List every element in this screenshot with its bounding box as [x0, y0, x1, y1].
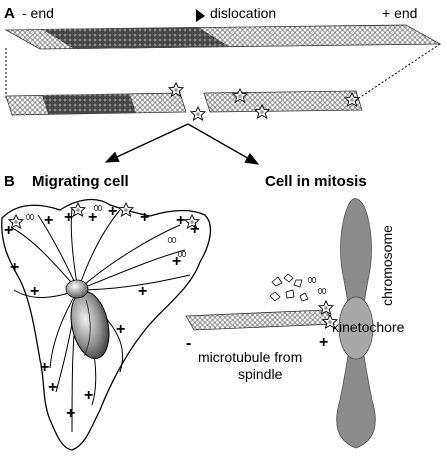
minus-end-label: - end — [22, 5, 54, 21]
plus-end-markers: + + + + + + + + + + + + + + + + + — [4, 203, 199, 422]
plus-sign: + — [84, 387, 93, 404]
plus-sign: + — [40, 359, 49, 376]
dislocation-marker-icon — [196, 9, 205, 22]
mitosis-cell-title: Cell in mitosis — [265, 173, 367, 190]
arrow-to-mitosis-cell — [187, 123, 260, 165]
protein-monomer-icon — [317, 288, 327, 294]
plus-sign: + — [48, 379, 57, 396]
plus-sign: + — [176, 212, 185, 229]
plus-sign: + — [108, 203, 117, 220]
plus-sign: + — [44, 212, 53, 229]
plus-sign: + — [64, 209, 73, 226]
free-protein-subunits — [269, 273, 309, 302]
broken-microtubule-left — [5, 92, 187, 116]
intact-microtubule — [4, 24, 442, 50]
migrating-cell-title: Migrating cell — [32, 173, 129, 190]
broken-microtubule-right — [203, 90, 363, 113]
dislocation-label: dislocation — [210, 5, 276, 21]
microtubule-minus-end: - — [186, 335, 191, 352]
kinetochore-label: kinetochore — [332, 319, 405, 335]
microtubule-plus-end: + — [319, 334, 328, 351]
plus-sign: + — [88, 209, 97, 226]
plus-end-label: + end — [382, 5, 417, 21]
chromosome-label: chromosome — [379, 225, 395, 306]
microtubule-label-line2: spindle — [238, 366, 283, 382]
severing-protein-icon — [190, 106, 206, 121]
plus-sign: + — [140, 209, 149, 226]
guide-line-right — [355, 43, 441, 101]
microtubule-label-line1: microtubule from — [198, 349, 302, 365]
panel-a-label: A — [4, 5, 15, 22]
kinetochore — [338, 296, 374, 360]
plus-sign: + — [190, 221, 199, 238]
arrow-to-migrating-cell — [104, 123, 189, 163]
plus-sign: + — [172, 253, 181, 270]
centrosome — [65, 279, 89, 299]
spindle-microtubule — [185, 309, 335, 331]
nucleus-fold — [83, 299, 91, 357]
protein-monomer-icon — [307, 277, 317, 283]
plus-sign: + — [66, 405, 75, 422]
panel-b-label: B — [4, 173, 15, 190]
plus-sign: + — [116, 321, 125, 338]
plus-sign: + — [138, 283, 147, 300]
plus-sign: + — [4, 222, 13, 239]
plus-sign: + — [10, 259, 19, 276]
plus-sign: + — [30, 283, 39, 300]
